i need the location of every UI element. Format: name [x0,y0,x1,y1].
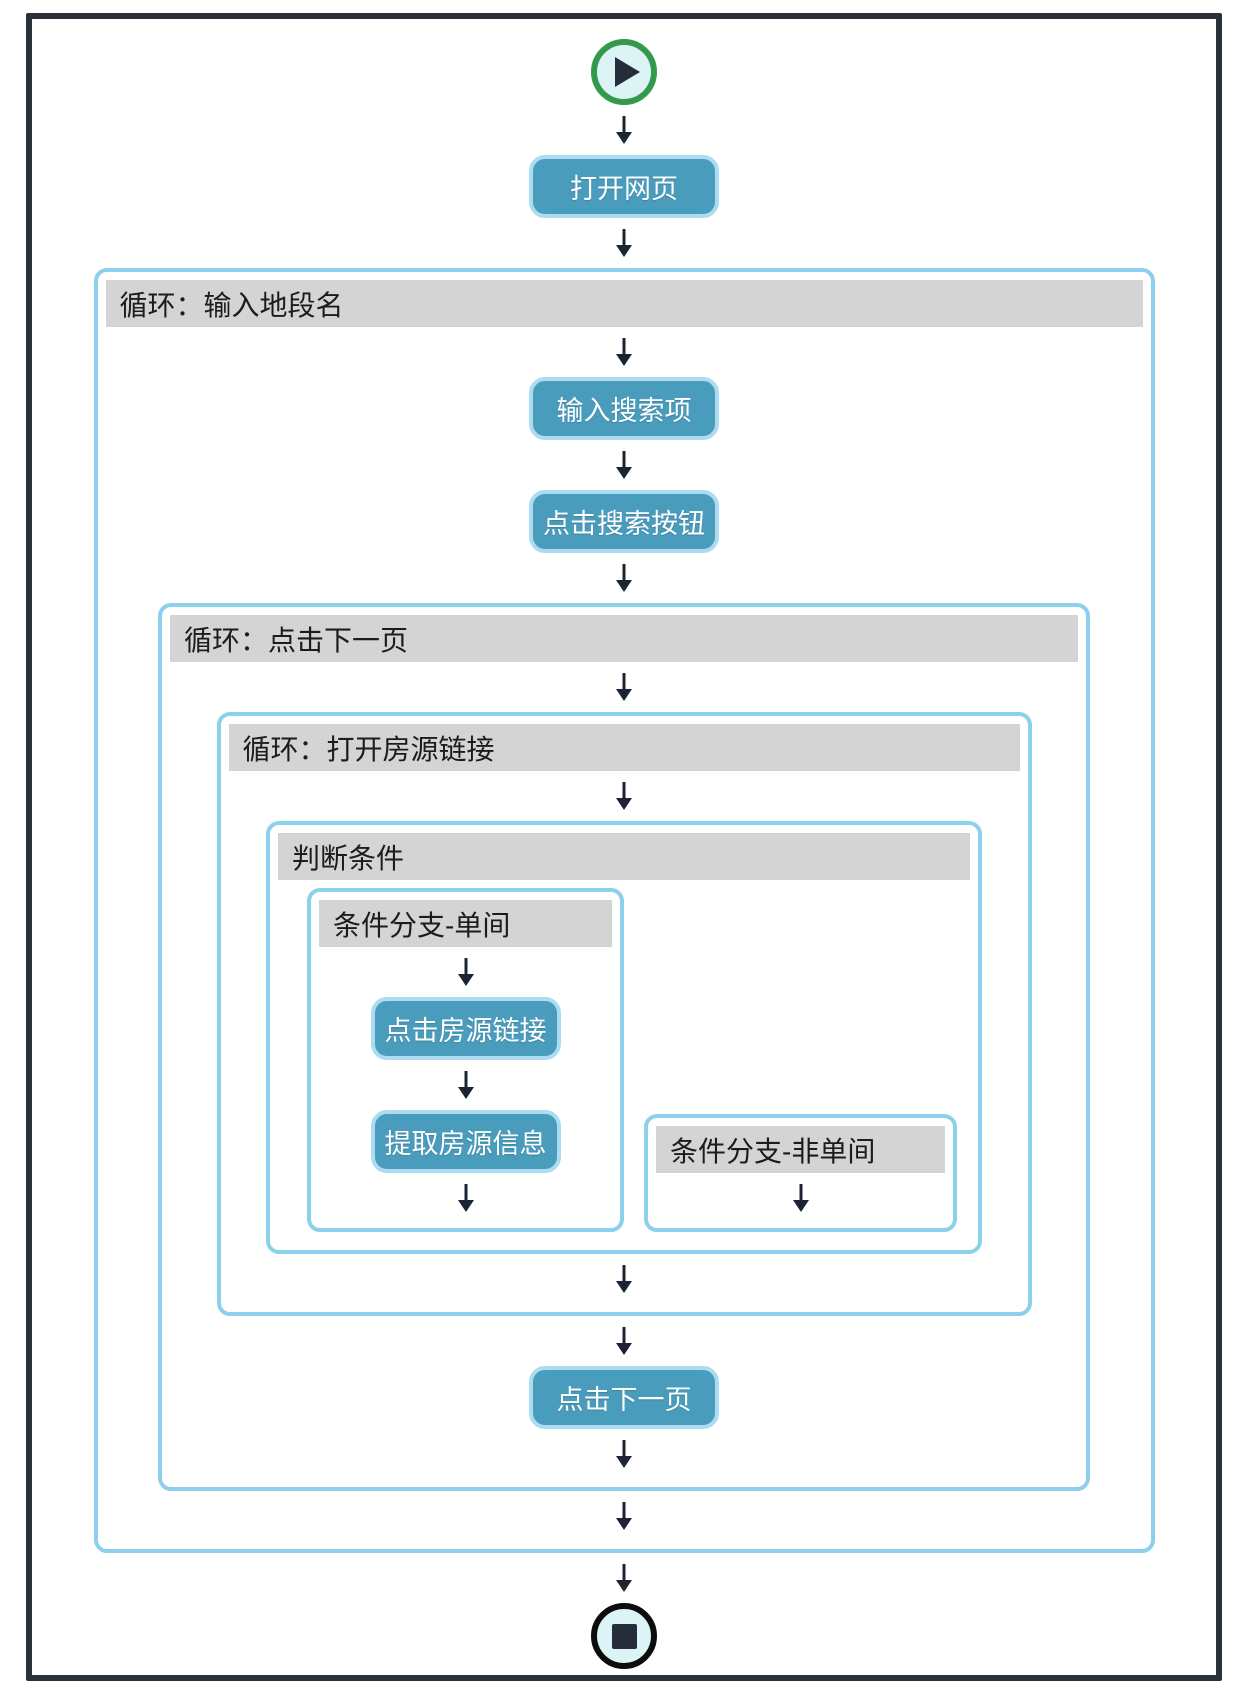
stop-icon [611,1623,637,1649]
down-arrow-icon [613,229,635,257]
loop-title-label: 循环：点击下一页 [184,624,409,656]
down-arrow-icon [613,1265,635,1293]
end-node[interactable] [591,1603,657,1669]
condition-title[interactable]: 判断条件 [278,833,970,880]
play-icon [615,57,640,87]
node-click-next-page[interactable]: 点击下一页 [529,1366,719,1429]
node-click-search-button[interactable]: 点击搜索按钮 [529,490,719,553]
down-arrow-icon [613,451,635,479]
node-input-search-term[interactable]: 输入搜索项 [529,377,719,440]
loop-container-open-listing-link: 循环：打开房源链接 判断条件 条件分支-单间 [216,712,1032,1316]
condition-branches: 条件分支-单间 点击房源链接 提取房源信息 条件分支-非单间 [307,888,957,1232]
down-arrow-icon [790,1184,812,1212]
branch-container-single-room: 条件分支-单间 点击房源链接 提取房源信息 [307,888,624,1232]
loop-title-open-listing-link[interactable]: 循环：打开房源链接 [228,724,1020,771]
down-arrow-icon [613,1440,635,1468]
branch-title-single-room[interactable]: 条件分支-单间 [319,900,612,947]
down-arrow-icon [613,338,635,366]
down-arrow-icon [613,564,635,592]
loop-title-input-location[interactable]: 循环：输入地段名 [105,280,1143,327]
condition-container: 判断条件 条件分支-单间 点击房源链接 提取房源信息 [266,821,982,1254]
down-arrow-icon [455,1184,477,1212]
loop-title-label: 循环：打开房源链接 [242,733,495,765]
down-arrow-icon [613,1327,635,1355]
start-node[interactable] [591,39,657,105]
down-arrow-icon [613,782,635,810]
down-arrow-icon [613,116,635,144]
flowchart-frame: 打开网页 循环：输入地段名 输入搜索项 点击搜索按钮 循环：点击下一页 循环：打… [26,13,1222,1681]
loop-title-click-next-page[interactable]: 循环：点击下一页 [170,615,1078,662]
node-open-webpage[interactable]: 打开网页 [529,155,719,218]
down-arrow-icon [613,1502,635,1530]
branch-title-not-single-room[interactable]: 条件分支-非单间 [656,1126,945,1173]
down-arrow-icon [613,1564,635,1592]
node-extract-listing-info[interactable]: 提取房源信息 [370,1110,561,1173]
down-arrow-icon [613,673,635,701]
branch-title-label: 条件分支-单间 [333,909,511,941]
loop-container-input-location: 循环：输入地段名 输入搜索项 点击搜索按钮 循环：点击下一页 循环：打开房源链接 [93,268,1155,1553]
condition-title-label: 判断条件 [292,842,405,874]
node-click-listing-link[interactable]: 点击房源链接 [370,997,561,1060]
down-arrow-icon [455,1071,477,1099]
down-arrow-icon [455,958,477,986]
loop-title-label: 循环：输入地段名 [119,289,344,321]
loop-container-click-next-page: 循环：点击下一页 循环：打开房源链接 判断条件 [158,603,1090,1491]
branch-title-label: 条件分支-非单间 [670,1135,876,1167]
branch-container-not-single-room: 条件分支-非单间 [644,1114,957,1232]
